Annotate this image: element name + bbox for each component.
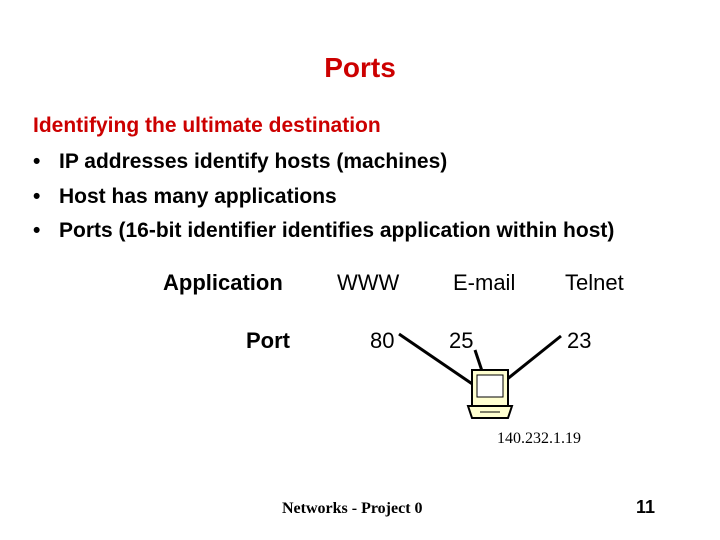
bullet-item: • IP addresses identify hosts (machines) bbox=[33, 149, 614, 184]
computer-icon bbox=[466, 369, 514, 419]
page-number: 11 bbox=[636, 497, 656, 517]
bullet-text: IP addresses identify hosts (machines) bbox=[59, 150, 448, 173]
bullet-marker: • bbox=[33, 184, 41, 208]
slide-title: Ports bbox=[324, 52, 396, 83]
port-row-label: Port bbox=[246, 328, 290, 353]
host-ip-address: 140.232.1.19 bbox=[497, 430, 581, 447]
port-telnet: 23 bbox=[567, 328, 592, 353]
application-row-label: Application bbox=[163, 270, 283, 295]
bullet-marker: • bbox=[33, 219, 41, 242]
footer-text: Networks - Project 0 bbox=[282, 500, 423, 517]
port-email: 25 bbox=[449, 328, 474, 353]
bullet-text: Ports (16-bit identifier identifies appl… bbox=[59, 219, 615, 242]
port-www: 80 bbox=[370, 328, 395, 353]
bullet-item: • Ports (16-bit identifier identifies app… bbox=[33, 218, 614, 253]
app-telnet: Telnet bbox=[565, 270, 624, 295]
slide-subtitle: Identifying the ultimate destination bbox=[33, 114, 381, 137]
bullet-list: •IP addresses identify hosts (machines) … bbox=[33, 149, 614, 253]
app-www: WWW bbox=[337, 270, 400, 295]
app-email: E-mail bbox=[453, 270, 516, 295]
bullet-item: • Host has many applications bbox=[33, 184, 614, 219]
bullet-marker: • bbox=[33, 150, 41, 173]
bullet-text: Host has many applications bbox=[59, 184, 337, 208]
